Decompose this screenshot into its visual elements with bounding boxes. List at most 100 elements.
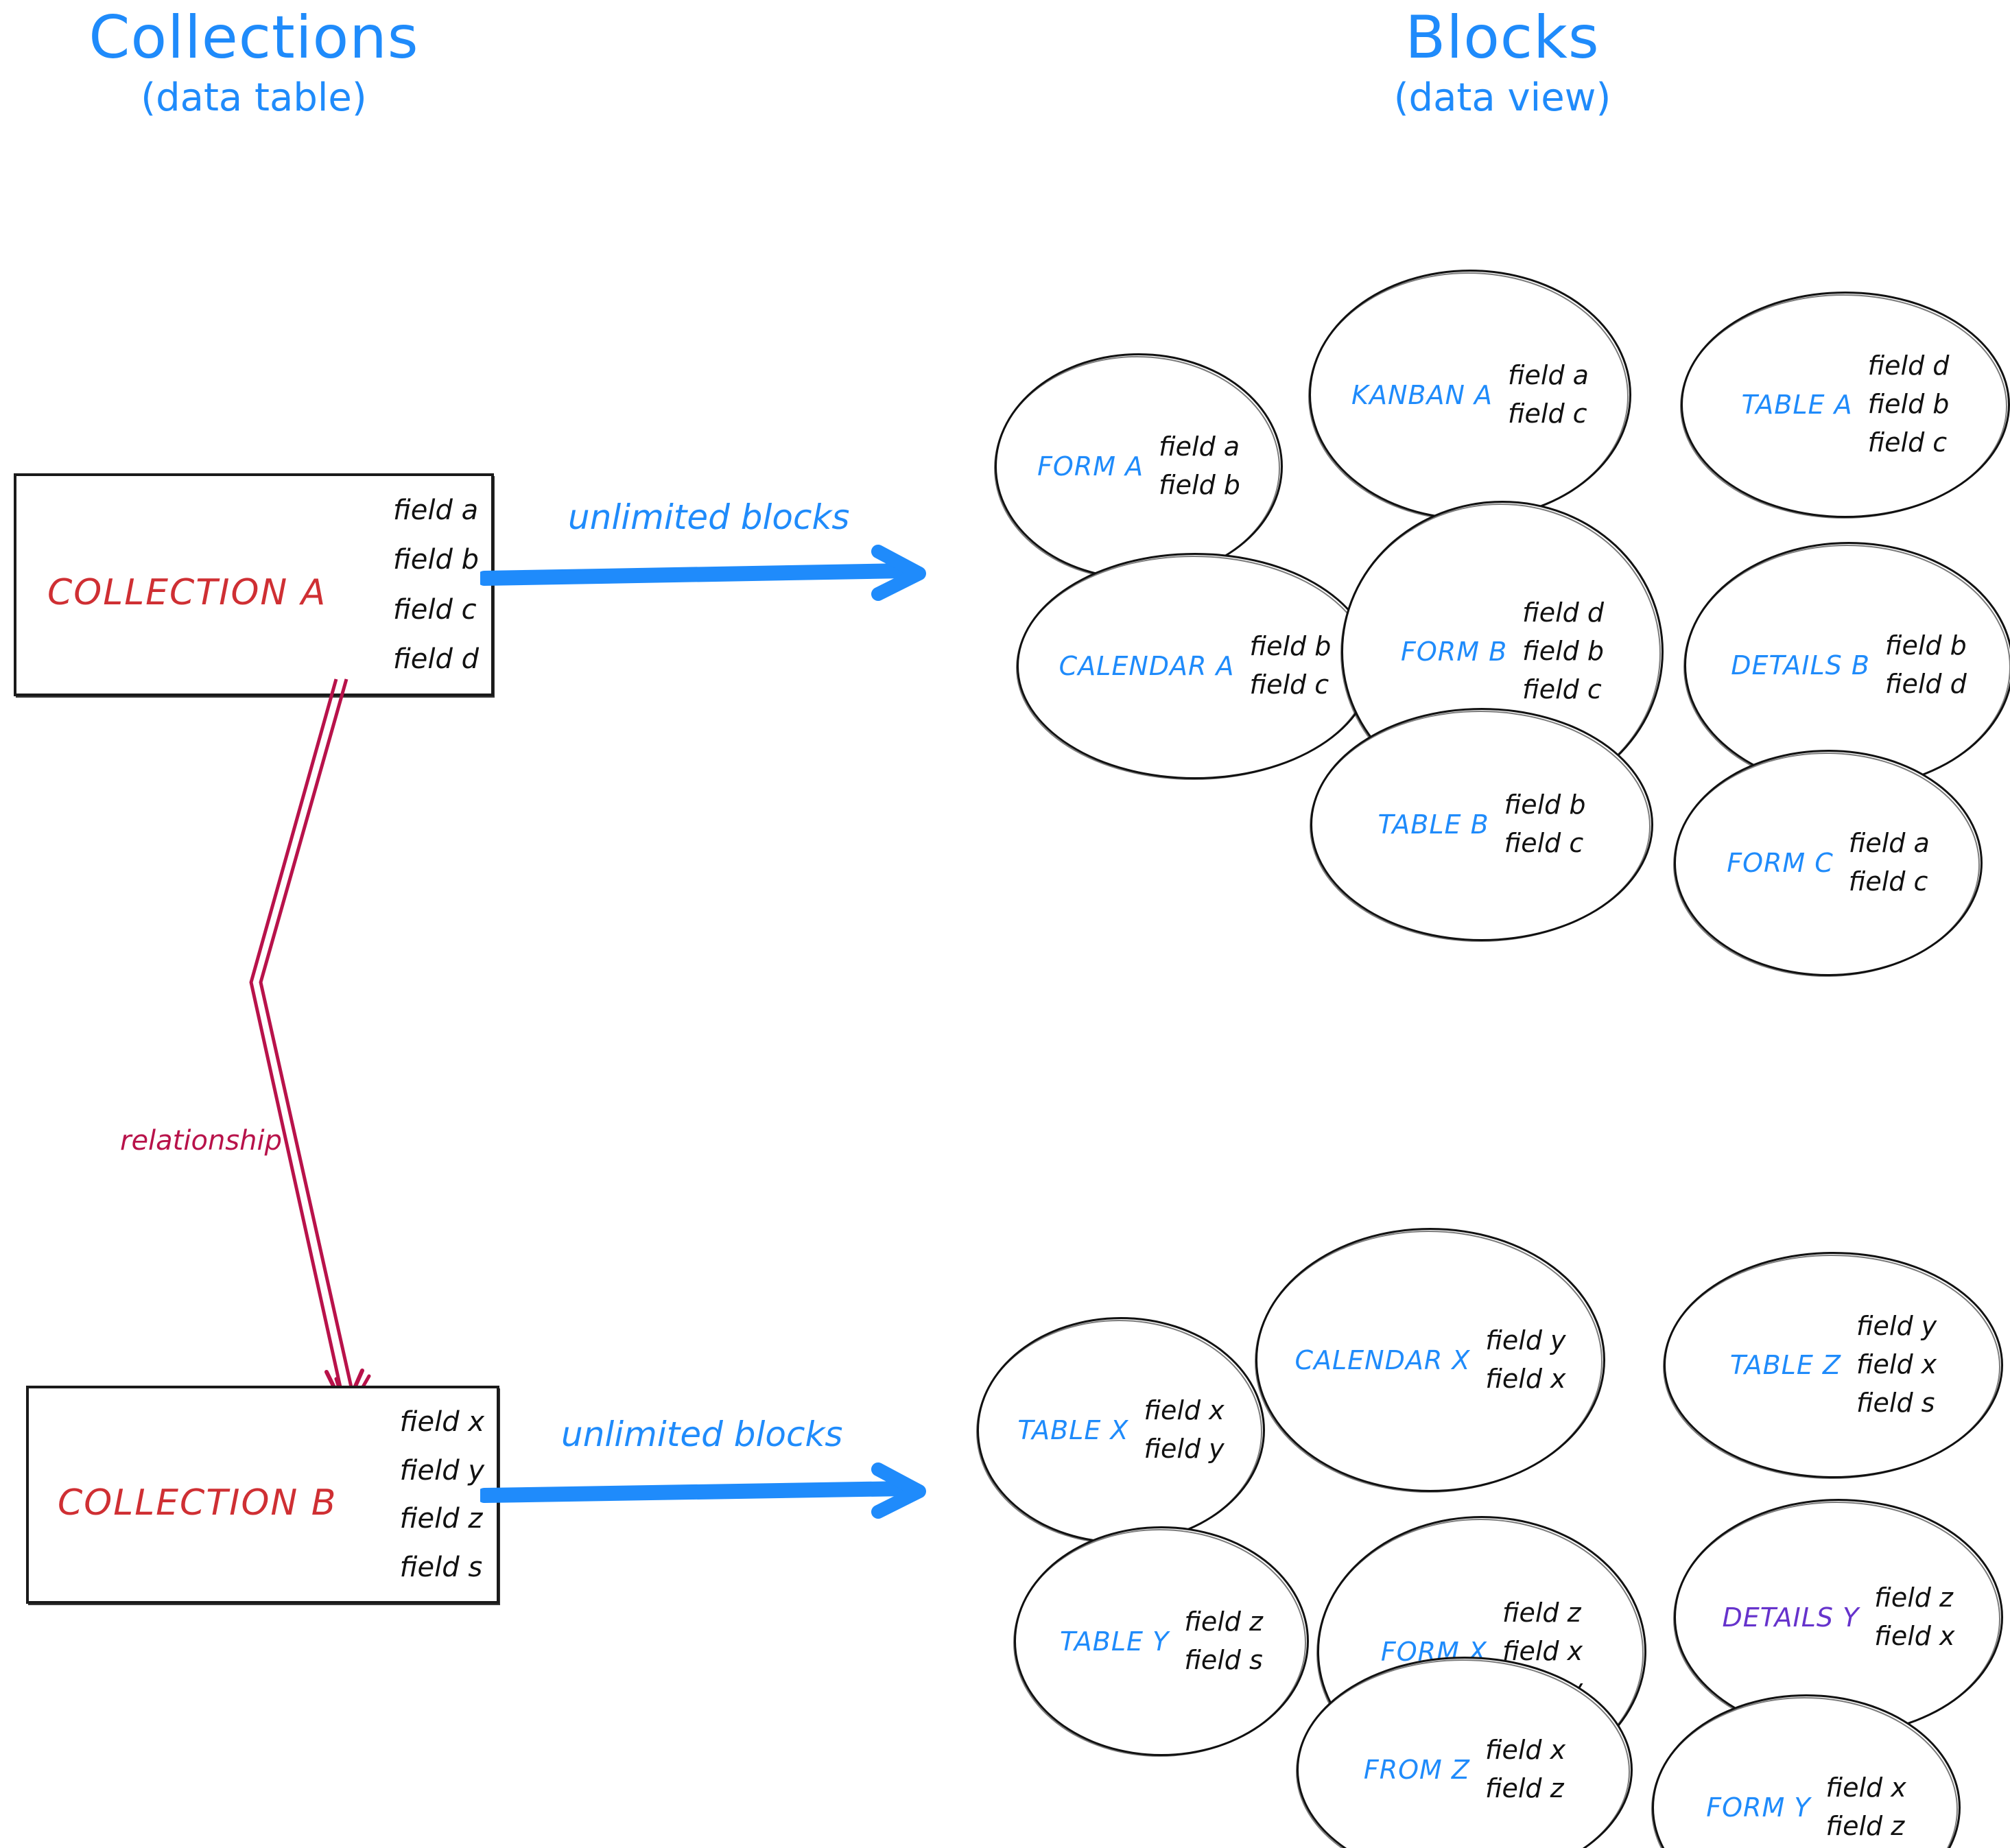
block-field: field b [1867,389,1950,420]
block-field: field y [1485,1325,1566,1355]
block-field: field b [1159,470,1240,500]
block-form-b-content: FORM B field d field b field c [1343,503,1662,801]
block-field: field x [1856,1349,1937,1380]
block-field: field x [1485,1735,1566,1766]
block-from-z-content: FROM Z field x field z [1299,1659,1631,1848]
block-field-list: field z field s [1184,1608,1263,1675]
block-form-c-content: FORM C field a field c [1676,752,1981,974]
collection-b-box[interactable]: COLLECTION B field x field y field z fie… [26,1386,499,1604]
collections-title-sub: (data table) [141,75,367,121]
block-table-a-content: TABLE A field d field b field c [1683,294,2008,516]
blocks-title-main: Blocks [1405,3,1600,72]
block-name: CALENDAR X [1294,1344,1471,1375]
block-field-list: field y field x field s [1856,1311,1937,1417]
block-form-c[interactable]: FORM C field a field c [1673,750,1983,977]
block-field: field d [1522,597,1604,628]
block-field: field x [1502,1635,1583,1666]
collection-a-field-list: field a field b field c field d [393,486,479,684]
block-field-list: field x field y [1144,1397,1224,1463]
block-field: field y [1144,1434,1225,1464]
block-kanban-a-content: KANBAN A field a field c [1311,272,1629,518]
collections-column-title: Collections (data table) [41,7,466,119]
block-field: field c [1522,674,1602,704]
collection-a-box[interactable]: COLLECTION A field a field b field c fie… [14,473,494,696]
block-field-list: field x field z [1485,1735,1566,1803]
collections-title-main: Collections [88,3,419,72]
block-field: field z [1502,1597,1581,1628]
block-name: TABLE A [1741,390,1853,420]
block-field-list: field d field b field c [1522,597,1604,704]
blocks-title-sub: (data view) [1393,75,1611,121]
block-table-z[interactable]: TABLE Z field y field x field s [1663,1252,2003,1479]
block-field-list: field d field b field c [1867,351,1950,458]
block-table-x[interactable]: TABLE X field x field y [976,1317,1265,1544]
block-calendar-a-content: CALENDAR A field b field c [1019,555,1371,777]
block-name: TABLE Z [1729,1350,1841,1380]
block-name: CALENDAR A [1059,651,1235,681]
block-field-list: field y field x [1485,1327,1565,1393]
block-field: field z [1825,1811,1905,1841]
block-field: field x [1825,1773,1906,1803]
block-field: field x [1485,1363,1566,1394]
block-field: field c [1867,427,1948,458]
block-name: KANBAN A [1351,379,1493,410]
block-table-b-content: TABLE B field b field c [1312,710,1651,939]
block-form-a[interactable]: FORM A field a field b [994,353,1283,580]
unlimited-blocks-arrow-a-wrap [477,508,947,617]
block-details-b[interactable]: DETAILS B field b field d [1683,542,2010,790]
block-form-y-content: FORM Y field x field z [1654,1696,1959,1848]
block-field: field z [1485,1773,1564,1803]
block-field: field d [1867,351,1950,381]
collection-b-field-list: field x field y field z field s [400,1398,484,1591]
unlimited-blocks-label-b: unlimited blocks [561,1414,843,1454]
block-field-list: field b field d [1885,632,1967,698]
block-name: TABLE X [1017,1415,1129,1445]
block-calendar-x-content: CALENDAR X field y field x [1257,1230,1603,1490]
block-name: DETAILS Y [1722,1602,1860,1633]
collection-a-name: COLLECTION A [47,572,327,613]
blocks-column-title: Blocks (data view) [1290,7,1715,119]
block-name: FORM B [1401,637,1508,667]
block-name: FROM Z [1363,1755,1470,1785]
block-table-y[interactable]: TABLE Y field z field s [1013,1526,1309,1757]
block-field: field a [1159,431,1240,462]
block-field: field d [1884,669,1967,699]
collection-b-field: field y [399,1454,484,1486]
block-field: field b [1522,636,1604,667]
block-field-list: field a field c [1849,829,1930,896]
block-field: field a [1507,359,1589,390]
collection-a-field: field d [392,643,479,675]
block-field: field b [1884,630,1967,661]
block-form-a-content: FORM A field a field b [997,355,1281,578]
block-from-z[interactable]: FROM Z field x field z [1296,1657,1633,1848]
block-field-list: field a field b [1159,431,1240,500]
block-table-b[interactable]: TABLE B field b field c [1310,708,1653,942]
block-calendar-x[interactable]: CALENDAR X field y field x [1255,1228,1605,1493]
unlimited-blocks-label-a: unlimited blocks [568,497,850,537]
block-field: field s [1184,1644,1263,1675]
block-field: field c [1504,828,1584,858]
block-field-list: field b field c [1504,791,1586,858]
block-field-list: field z field x [1874,1582,1955,1651]
block-name: TABLE Y [1060,1626,1170,1657]
block-field: field c [1249,670,1329,700]
relationship-connector-icon [249,678,371,1419]
block-field: field y [1856,1311,1937,1342]
block-field-list: field b field c [1249,631,1332,700]
block-name: TABLE B [1378,809,1489,840]
block-form-y[interactable]: FORM Y field x field z [1651,1694,1961,1848]
block-field: field x [1874,1620,1955,1651]
block-name: FORM Y [1706,1792,1811,1823]
block-name: DETAILS B [1731,650,1870,680]
collection-b-field: field z [399,1503,483,1535]
block-table-y-content: TABLE Y field z field s [1016,1528,1307,1754]
block-field: field z [1874,1582,1953,1613]
block-calendar-a[interactable]: CALENDAR A field b field c [1016,553,1373,780]
block-table-x-content: TABLE X field x field y [979,1319,1263,1541]
block-table-a[interactable]: TABLE A field d field b field c [1680,292,2010,519]
block-details-y[interactable]: DETAILS Y field z field x [1673,1499,2003,1736]
block-field: field c [1507,398,1587,429]
block-field: field b [1249,631,1332,662]
block-kanban-a[interactable]: KANBAN A field a field c [1308,270,1631,521]
